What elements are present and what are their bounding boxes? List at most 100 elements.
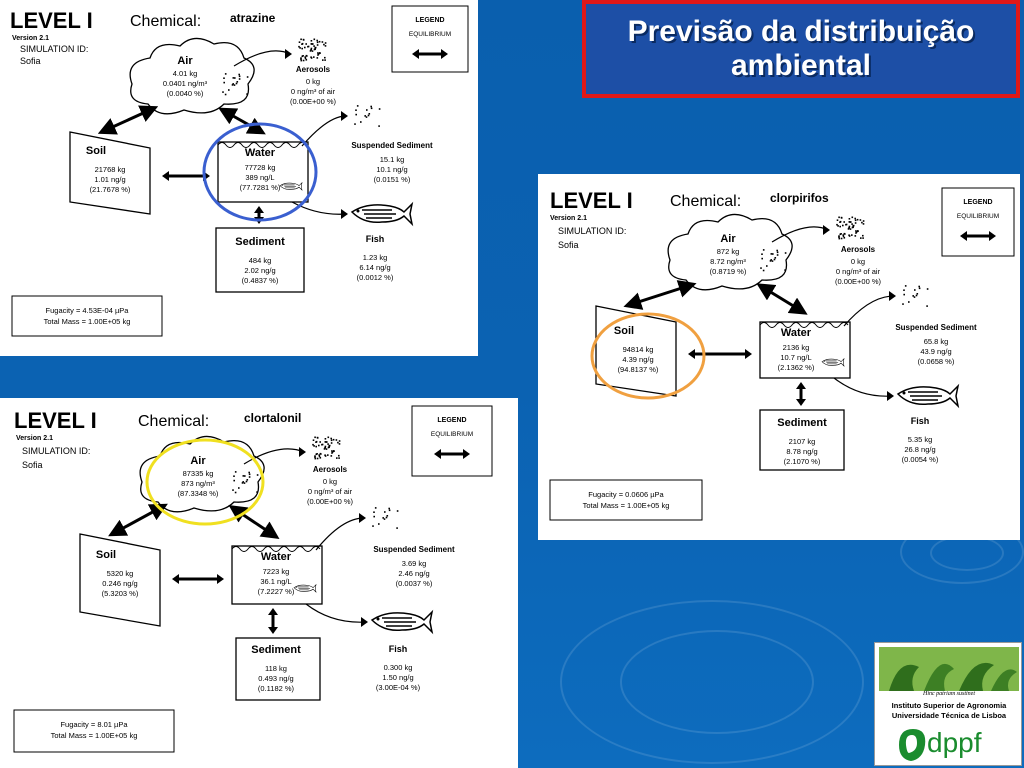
water-value: (77.7281 %) — [240, 183, 281, 192]
aerosol-particles-dot — [312, 444, 314, 446]
water-to-fish-arrow — [834, 378, 892, 396]
suspended-sediment-particles-dot — [387, 515, 389, 517]
air-particles-dot — [244, 475, 246, 477]
fish-icon-eye — [357, 210, 360, 213]
suspended-sediment-particles-dot — [354, 123, 356, 125]
aerosol-particles-dot — [844, 233, 846, 235]
aerosols-label: Aerosols — [841, 245, 876, 254]
fish-value: 1.50 ng/g — [382, 673, 413, 682]
aerosol-particles-dot — [311, 57, 313, 59]
aerosol-particles-dot — [860, 219, 862, 221]
air-particles-dot — [237, 81, 239, 83]
fish-value: 0.300 kg — [384, 663, 413, 672]
logo-institute-text: Instituto Superior de Agronomia Universi… — [879, 701, 1019, 721]
aerosols-value: 0 ng/m³ of air — [836, 267, 881, 276]
air-particles-dot — [233, 475, 235, 477]
chemical-name: clortalonil — [244, 411, 301, 425]
fish-value: (0.0012 %) — [357, 273, 394, 282]
water-sediment-arrow-tail — [268, 608, 278, 615]
air-value: 873 ng/m³ — [181, 479, 215, 488]
suspended-sediment-value: 2.46 ng/g — [398, 569, 429, 578]
sediment-label: Sediment — [251, 644, 301, 656]
suspended-sediment-particles-dot — [386, 517, 388, 519]
panel-clortalonil: LEVEL IChemical:clortalonilVersion 2.1SI… — [0, 398, 518, 768]
aerosol-particles-dot — [857, 219, 859, 221]
aerosol-particles-dot — [315, 446, 317, 448]
air-particles-dot — [256, 491, 258, 493]
aerosol-particles-dot — [318, 454, 320, 456]
aerosol-particles-dot — [331, 442, 333, 444]
aerosol-particles-dot — [302, 56, 304, 58]
aerosol-particles-dot — [849, 235, 851, 237]
soil-value: 1.01 ng/g — [94, 175, 125, 184]
suspended-sediment-particles-dot — [903, 289, 905, 291]
air-particles-dot — [784, 269, 786, 271]
fish-icon-eye — [377, 618, 380, 621]
water-label: Water — [261, 551, 292, 563]
aerosol-particles-dot — [307, 46, 309, 48]
suspended-sediment-particles-dot — [369, 113, 371, 115]
suspended-sediment-particles-dot — [905, 285, 907, 287]
aerosol-particles-dot — [849, 226, 851, 228]
aerosol-particles-dot — [842, 234, 844, 236]
air-particles-dot — [249, 476, 251, 478]
sediment-value: (2.1070 %) — [784, 457, 821, 466]
aerosol-particles-dot — [332, 451, 334, 453]
aerosol-particles-dot — [338, 457, 340, 459]
suspended-sediment-value: (0.0658 %) — [918, 357, 955, 366]
aerosol-particles-dot — [339, 440, 341, 442]
fish-value: (3.00E-04 %) — [376, 683, 421, 692]
aerosol-particles-dot — [840, 234, 842, 236]
aerosol-particles-dot — [325, 45, 327, 47]
aerosol-particles-dot — [314, 39, 316, 41]
sediment-value: 0.493 ng/g — [258, 674, 293, 683]
aerosol-particles-dot — [317, 57, 319, 59]
air-particles-dot — [771, 253, 773, 255]
suspended-sediment-particles — [902, 285, 928, 307]
suspended-sediment-particles-dot — [355, 109, 357, 111]
aerosol-particles-dot — [845, 224, 847, 226]
aerosol-particles — [836, 217, 864, 240]
aerosol-particles-dot — [336, 457, 338, 459]
fish-icon — [352, 204, 412, 224]
air-value: 8.72 ng/m³ — [710, 257, 746, 266]
slide-title-box: Previsão da distribuição ambiental — [582, 0, 1020, 98]
suspended-sediment-value: (0.0151 %) — [374, 175, 411, 184]
air-particles-dot — [238, 487, 240, 489]
aerosol-particles-dot — [337, 442, 339, 444]
air-value: 4.01 kg — [173, 69, 198, 78]
suspended-sediment-particles-dot — [357, 105, 359, 107]
soil-value: 5320 kg — [107, 569, 134, 578]
simulation-id-value: Sofia — [558, 240, 579, 250]
air-particles-dot — [235, 471, 237, 473]
air-to-aerosol-arrowhead — [823, 225, 830, 235]
air-particles-dot — [239, 78, 241, 80]
aerosol-particles-dot — [327, 443, 329, 445]
suspended-sediment-particles-dot — [366, 109, 368, 111]
soil-water-arrow-tail — [688, 349, 695, 359]
fish-value: 1.23 kg — [363, 253, 388, 262]
fish-icon — [372, 612, 432, 632]
air-particles-dot — [232, 84, 234, 86]
suspended-sediment-label: Suspended Sediment — [373, 545, 455, 554]
air-particles-dot — [225, 94, 227, 96]
air-particles-dot — [222, 91, 224, 93]
water-fish-icon-eye — [824, 361, 825, 362]
aerosol-particles-dot — [305, 43, 307, 45]
aerosol-particles-dot — [299, 41, 301, 43]
soil-value: (21.7678 %) — [90, 185, 131, 194]
aerosol-particles-dot — [303, 60, 305, 62]
aerosol-particles-dot — [301, 60, 303, 62]
aerosol-particles-dot — [316, 40, 318, 42]
suspended-sediment-particles-dot — [919, 288, 921, 290]
suspended-sediment-particles-dot — [914, 289, 916, 291]
aerosol-particles-dot — [314, 456, 316, 458]
aerosol-particles-dot — [844, 237, 846, 239]
aerosol-particles-dot — [301, 48, 303, 50]
suspended-sediment-label: Suspended Sediment — [351, 141, 433, 150]
suspended-sediment-particles-dot — [396, 527, 398, 529]
air-particles-dot — [236, 83, 238, 85]
aerosol-particles-dot — [317, 44, 319, 46]
air-particles-dot — [770, 260, 772, 262]
aerosol-particles-dot — [327, 454, 329, 456]
